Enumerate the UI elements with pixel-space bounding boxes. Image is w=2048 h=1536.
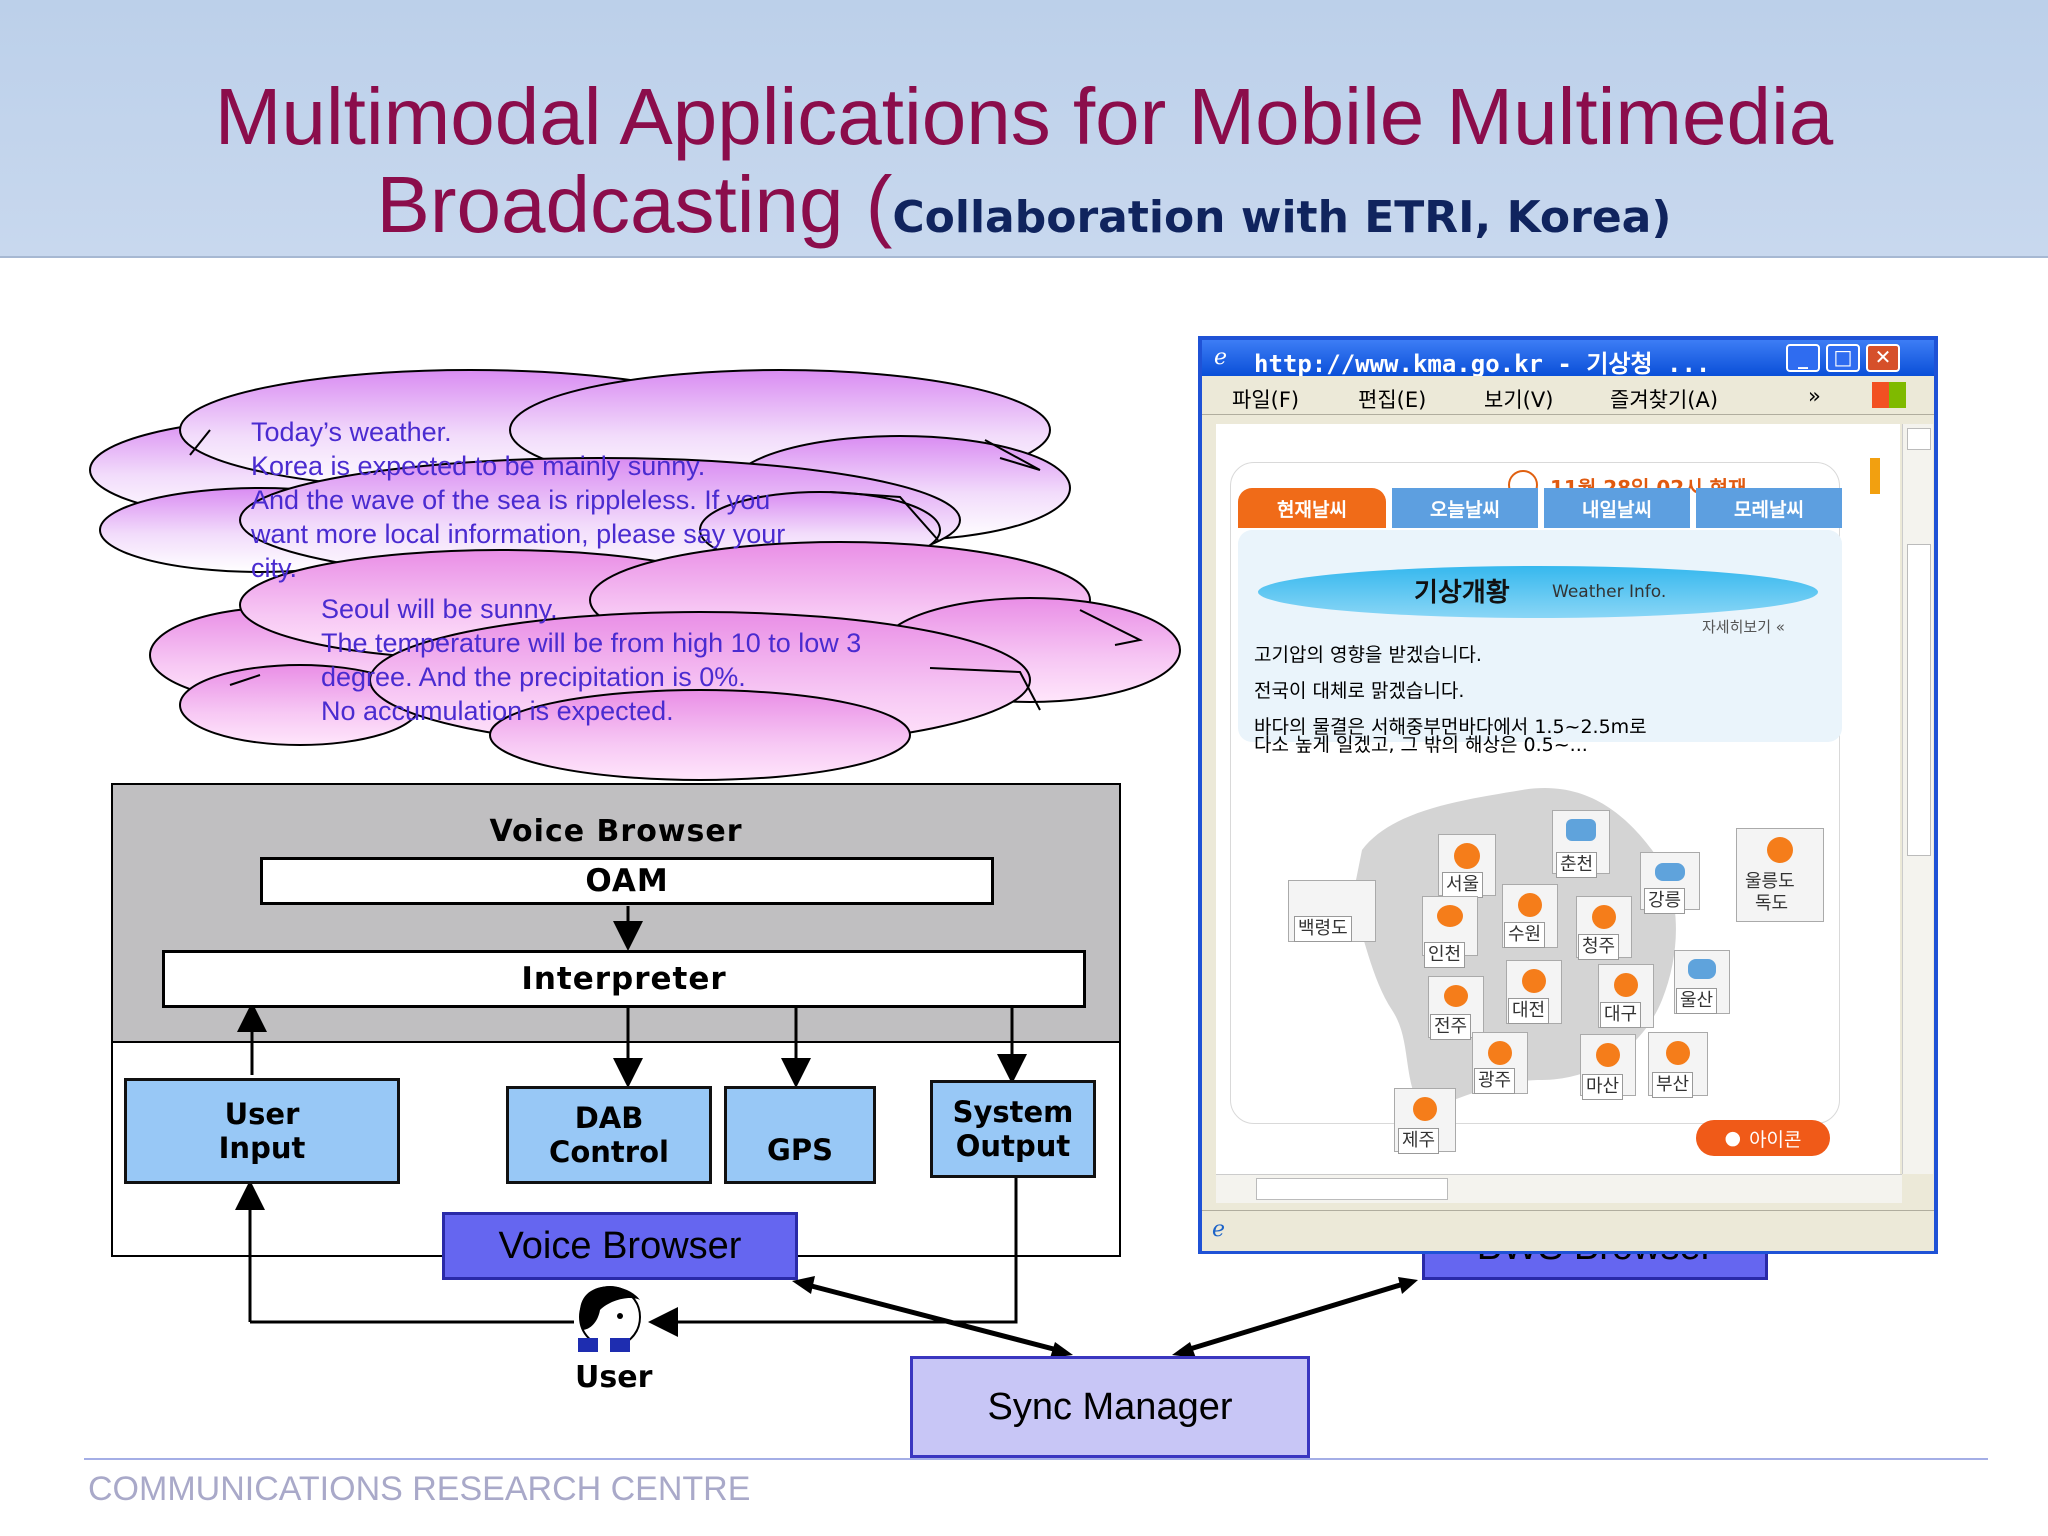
cloud-1-line: city. bbox=[251, 553, 297, 583]
tab-today[interactable]: 오늘날씨 bbox=[1392, 488, 1538, 528]
user-label: User bbox=[575, 1360, 653, 1395]
horizontal-scrollbar[interactable] bbox=[1216, 1174, 1902, 1203]
city-label: 춘천 bbox=[1556, 852, 1598, 878]
weather-info-box bbox=[1238, 530, 1842, 742]
cloud-2-line: No accumulation is expected. bbox=[321, 696, 674, 726]
city-label: 청주 bbox=[1578, 934, 1620, 960]
menu-edit[interactable]: 편집(E) bbox=[1358, 388, 1427, 412]
slide-title-main: Broadcasting ( bbox=[376, 160, 893, 249]
cloud-1-line: And the wave of the sea is rippleless. I… bbox=[251, 485, 771, 515]
close-button[interactable]: ✕ bbox=[1866, 344, 1900, 372]
info-line: 다소 높게 일겠고, 그 밖의 해상은 0.5~... bbox=[1254, 734, 1588, 756]
user-input-label: User bbox=[224, 1097, 300, 1131]
gps-box: GPS bbox=[724, 1086, 876, 1184]
browser-menubar: 파일(F) 편집(E) 보기(V) 즐겨찾기(A) » bbox=[1202, 376, 1934, 415]
info-title: 기상개황 bbox=[1414, 578, 1510, 608]
menu-view[interactable]: 보기(V) bbox=[1484, 388, 1554, 412]
city-label: 인천 bbox=[1424, 942, 1466, 968]
cloud-1-line: want more local information, please say … bbox=[251, 519, 786, 549]
city-label: 제주 bbox=[1398, 1128, 1440, 1154]
browser-window: ℯ http://www.kma.go.kr - 기상청 ... _ □ ✕ 파… bbox=[1198, 336, 1938, 1254]
oam-box: OAM bbox=[260, 857, 994, 905]
user-input-label: Input bbox=[218, 1131, 306, 1165]
sync-manager-box: Sync Manager bbox=[910, 1356, 1310, 1458]
slide-title-line1: Multimodal Applications for Mobile Multi… bbox=[214, 72, 1834, 161]
city-label: 독도 bbox=[1755, 893, 1789, 914]
slide-header-band bbox=[0, 0, 2048, 258]
city-label: 수원 bbox=[1504, 922, 1546, 948]
tab-day-after[interactable]: 모레날씨 bbox=[1696, 488, 1842, 528]
system-output-label: System bbox=[952, 1095, 1074, 1129]
dab-control-box: DAB Control bbox=[506, 1086, 712, 1184]
city-label: 대전 bbox=[1508, 998, 1550, 1024]
info-subtitle: Weather Info. bbox=[1552, 582, 1667, 602]
weather-icon-sun bbox=[1736, 828, 1824, 922]
maximize-button[interactable]: □ bbox=[1826, 344, 1860, 372]
cloud-1-line: Korea is expected to be mainly sunny. bbox=[251, 451, 706, 481]
browser-titlebar: ℯ http://www.kma.go.kr - 기상청 ... _ □ ✕ bbox=[1202, 340, 1934, 378]
windows-logo-icon bbox=[1872, 382, 1906, 408]
menu-more-chevron[interactable]: » bbox=[1808, 384, 1821, 408]
tab-current-weather[interactable]: 현재날씨 bbox=[1238, 488, 1386, 528]
city-label: 서울 bbox=[1442, 872, 1484, 898]
weather-cloud-2 bbox=[149, 541, 1181, 781]
cloud-2-text: Seoul will be sunny. The temperature wil… bbox=[321, 592, 861, 728]
icon-mode-button[interactable]: ● 아이콘 bbox=[1696, 1120, 1830, 1156]
info-line: 고기압의 영향을 받겠습니다. bbox=[1254, 644, 1482, 666]
cloud-1-line: Today’s weather. bbox=[251, 417, 452, 447]
cloud-2-line: degree. And the precipitation is 0%. bbox=[321, 662, 746, 692]
scroll-marker bbox=[1870, 458, 1880, 494]
info-line: 바다의 물결은 서해중부먼바다에서 1.5~2.5m로 bbox=[1254, 716, 1647, 738]
voice-browser-header: Voice Browser bbox=[489, 814, 743, 849]
tab-tomorrow[interactable]: 내일날씨 bbox=[1544, 488, 1690, 528]
ie-icon: ℯ bbox=[1214, 345, 1228, 370]
system-output-label: Output bbox=[955, 1129, 1071, 1163]
city-label: 울산 bbox=[1676, 988, 1718, 1014]
vertical-scrollbar[interactable] bbox=[1902, 424, 1933, 1174]
dab-control-label: DAB bbox=[574, 1101, 644, 1135]
browser-title: http://www.kma.go.kr - 기상청 ... bbox=[1254, 350, 1711, 378]
minimize-button[interactable]: _ bbox=[1786, 344, 1820, 372]
cloud-2-line: Seoul will be sunny. bbox=[321, 594, 558, 624]
city-label: 백령도 bbox=[1294, 916, 1352, 942]
dab-control-label: Control bbox=[549, 1135, 669, 1169]
cloud-1-text: Today’s weather. Korea is expected to be… bbox=[251, 415, 785, 585]
browser-statusbar: ℯ bbox=[1202, 1210, 1934, 1251]
interpreter-box: Interpreter bbox=[162, 950, 1086, 1008]
system-output-box: System Output bbox=[930, 1080, 1096, 1178]
info-title-ribbon bbox=[1258, 566, 1818, 618]
city-label: 마산 bbox=[1582, 1074, 1624, 1100]
play-circle-icon: ● bbox=[1724, 1127, 1742, 1149]
cloud-2-line: The temperature will be from high 10 to … bbox=[321, 628, 862, 658]
city-label: 울릉도 bbox=[1745, 871, 1795, 892]
user-icon bbox=[578, 1286, 641, 1352]
slide-title-line2: Broadcasting (Collaboration with ETRI, K… bbox=[0, 160, 2048, 263]
menu-file[interactable]: 파일(F) bbox=[1232, 388, 1300, 412]
footer-divider bbox=[84, 1458, 1988, 1460]
icon-mode-label: 아이콘 bbox=[1749, 1128, 1802, 1151]
menu-favorites[interactable]: 즐겨찾기(A) bbox=[1610, 388, 1719, 412]
weather-icon-sun bbox=[1472, 1032, 1528, 1094]
city-label: 강릉 bbox=[1644, 888, 1686, 914]
slide-title-collab: Collaboration with ETRI, Korea) bbox=[892, 192, 1672, 243]
footer-org: COMMUNICATIONS RESEARCH CENTRE bbox=[88, 1470, 751, 1508]
info-line: 전국이 대체로 맑겠습니다. bbox=[1254, 680, 1465, 702]
city-label: 부산 bbox=[1652, 1072, 1694, 1098]
details-link[interactable]: 자세히보기 « bbox=[1702, 618, 1785, 636]
voice-browser-label-box: Voice Browser bbox=[442, 1212, 798, 1280]
city-label: 광주 bbox=[1474, 1068, 1516, 1094]
city-label: 대구 bbox=[1600, 1002, 1642, 1028]
city-label: 전주 bbox=[1430, 1014, 1472, 1040]
page-status-icon: ℯ bbox=[1212, 1217, 1226, 1242]
user-input-box: User Input bbox=[124, 1078, 400, 1184]
